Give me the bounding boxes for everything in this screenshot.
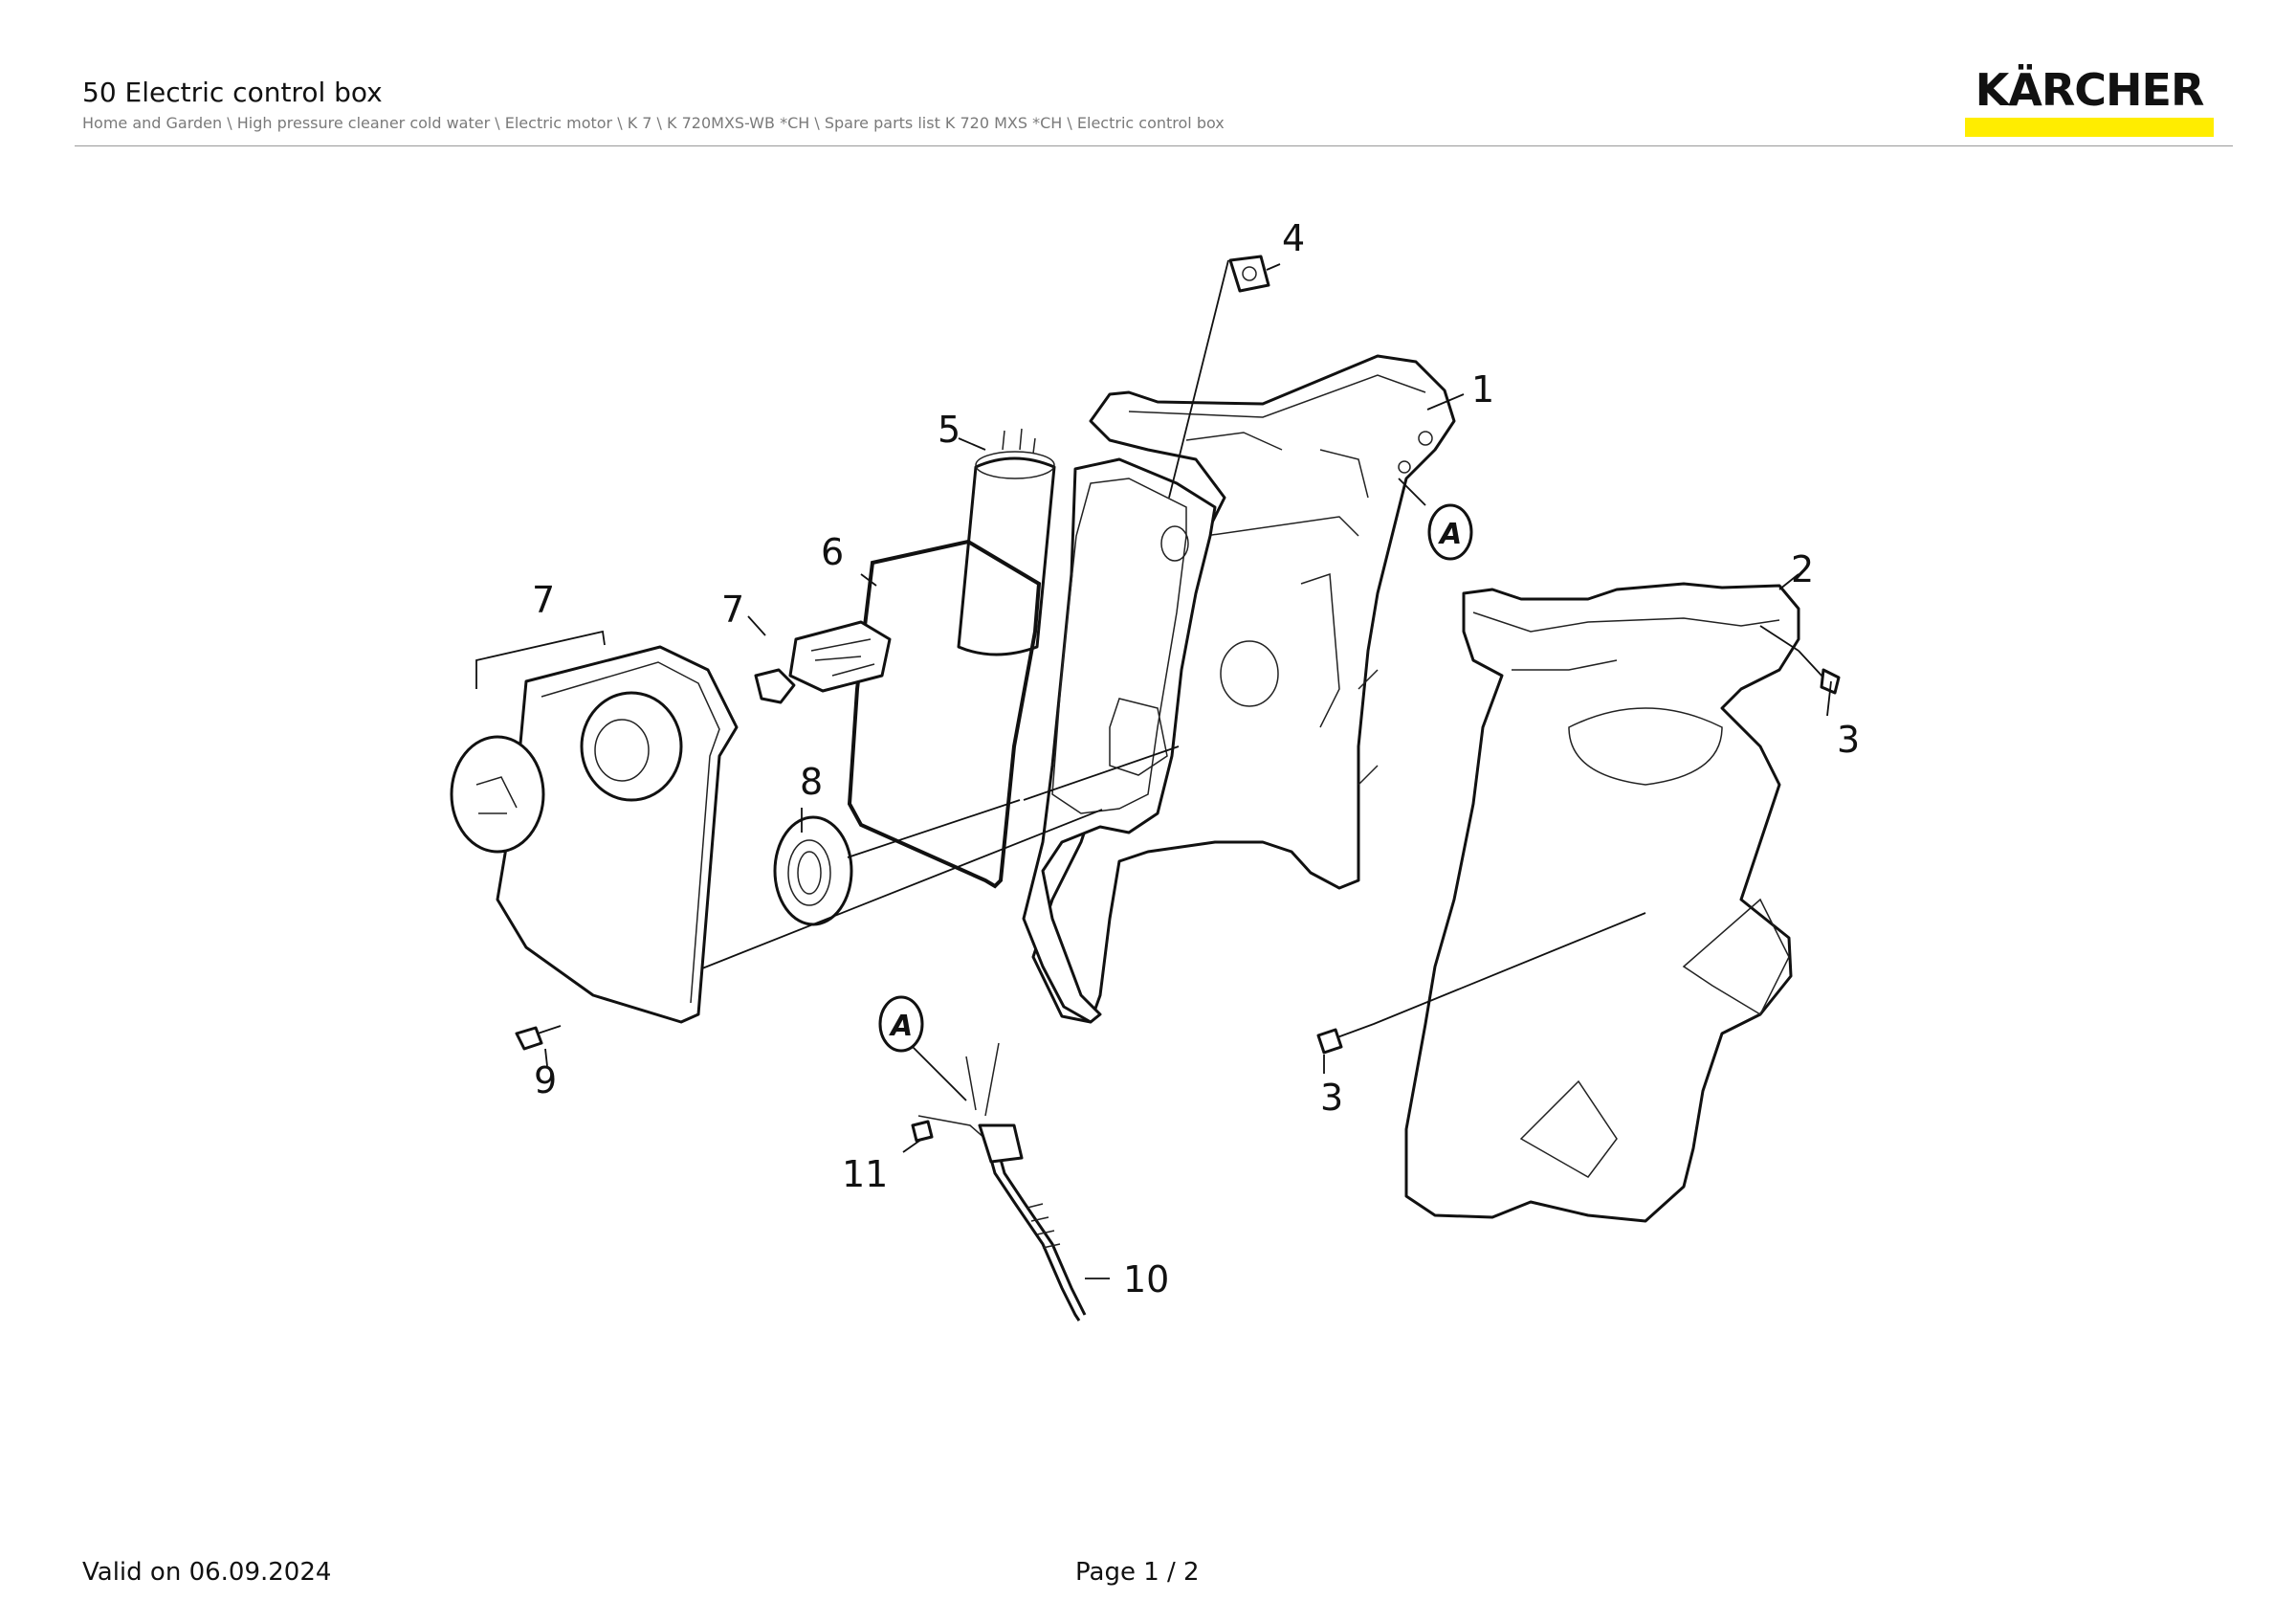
callout-part-3: 3 — [1837, 719, 1860, 761]
callout-part-7: 7 — [721, 589, 744, 631]
callout-part-8: 8 — [800, 761, 823, 803]
callout-reference-a: A — [1438, 518, 1462, 551]
callout-part-6: 6 — [821, 531, 844, 573]
callout-part-3: 3 — [1320, 1077, 1343, 1119]
header-divider — [75, 145, 2233, 146]
reference-marker-a-lower — [878, 995, 924, 1053]
page-title: 50 Electric control box — [82, 77, 383, 108]
callout-part-9: 9 — [534, 1059, 557, 1101]
brand-logo: KÄRCHER — [1963, 63, 2216, 137]
reference-marker-a-upper — [1427, 503, 1473, 561]
part-10-cable — [917, 1042, 1087, 1322]
callout-part-5: 5 — [938, 409, 960, 451]
part-9-screw — [515, 1025, 562, 1051]
callout-part-11: 11 — [842, 1153, 888, 1195]
callout-part-1: 1 — [1471, 368, 1494, 411]
part-11-cable-screw — [911, 1120, 934, 1143]
logo-wordmark: KÄRCHER — [1975, 64, 2205, 116]
callout-reference-a: A — [889, 1010, 913, 1043]
part-7-switch — [754, 620, 892, 704]
callout-part-7: 7 — [532, 579, 555, 621]
part-2-housing-shell — [1404, 582, 1800, 1223]
logo-yellow-bar — [1965, 118, 2214, 137]
part-3-screw-lower — [1316, 912, 1646, 1055]
control-box-base — [1022, 457, 1217, 1024]
part-6-gasket — [847, 539, 1042, 889]
part-5-capacitor — [957, 428, 1056, 656]
breadcrumb: Home and Garden \ High pressure cleaner … — [82, 114, 1225, 132]
footer-valid-date: Valid on 06.09.2024 — [82, 1558, 332, 1587]
callout-part-4: 4 — [1282, 217, 1305, 259]
part-7-front-cover — [450, 630, 739, 1024]
part-8-grommet — [773, 815, 853, 926]
part-3-screw-upper — [1759, 625, 1841, 695]
footer-page-number: Page 1 / 2 — [1075, 1558, 1200, 1587]
callout-part-2: 2 — [1791, 548, 1814, 590]
part-4-nut — [1228, 255, 1270, 293]
callout-part-10: 10 — [1123, 1258, 1169, 1301]
leader-lines — [544, 259, 1832, 1279]
